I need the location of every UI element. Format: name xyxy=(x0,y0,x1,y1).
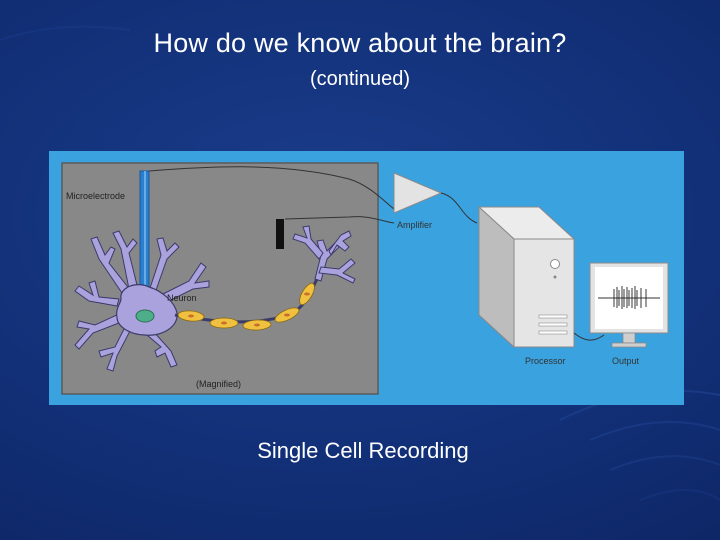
figure-caption: Single Cell Recording xyxy=(257,438,469,463)
neuron-nucleus xyxy=(135,309,155,323)
diagram-canvas: Microelectrode Neuron (Magnified) Amplif… xyxy=(61,162,669,395)
microelectrode-label: Microelectrode xyxy=(66,191,125,201)
processor-output-wire xyxy=(573,332,605,341)
processor-label: Processor xyxy=(525,356,566,366)
amplifier-icon xyxy=(393,172,443,214)
processor-icon xyxy=(477,205,576,349)
amplifier-label: Amplifier xyxy=(397,220,432,230)
electrode-wire xyxy=(148,166,395,210)
ground-wire xyxy=(284,216,395,224)
reference-electrode xyxy=(276,219,284,249)
myelin-nuclei xyxy=(188,292,310,327)
slide-title: How do we know about the brain? xyxy=(153,28,567,58)
neuron-label: Neuron xyxy=(167,293,197,303)
amplifier-processor-wire xyxy=(440,192,478,224)
single-cell-recording-diagram: Microelectrode Neuron (Magnified) Amplif… xyxy=(49,151,684,405)
neuron-dendrites xyxy=(74,230,210,372)
output-monitor-icon xyxy=(589,262,669,348)
slide-subtitle: (continued) xyxy=(309,68,411,90)
axon-terminals xyxy=(292,225,356,284)
output-label: Output xyxy=(612,356,640,366)
magnified-label: (Magnified) xyxy=(196,379,241,389)
